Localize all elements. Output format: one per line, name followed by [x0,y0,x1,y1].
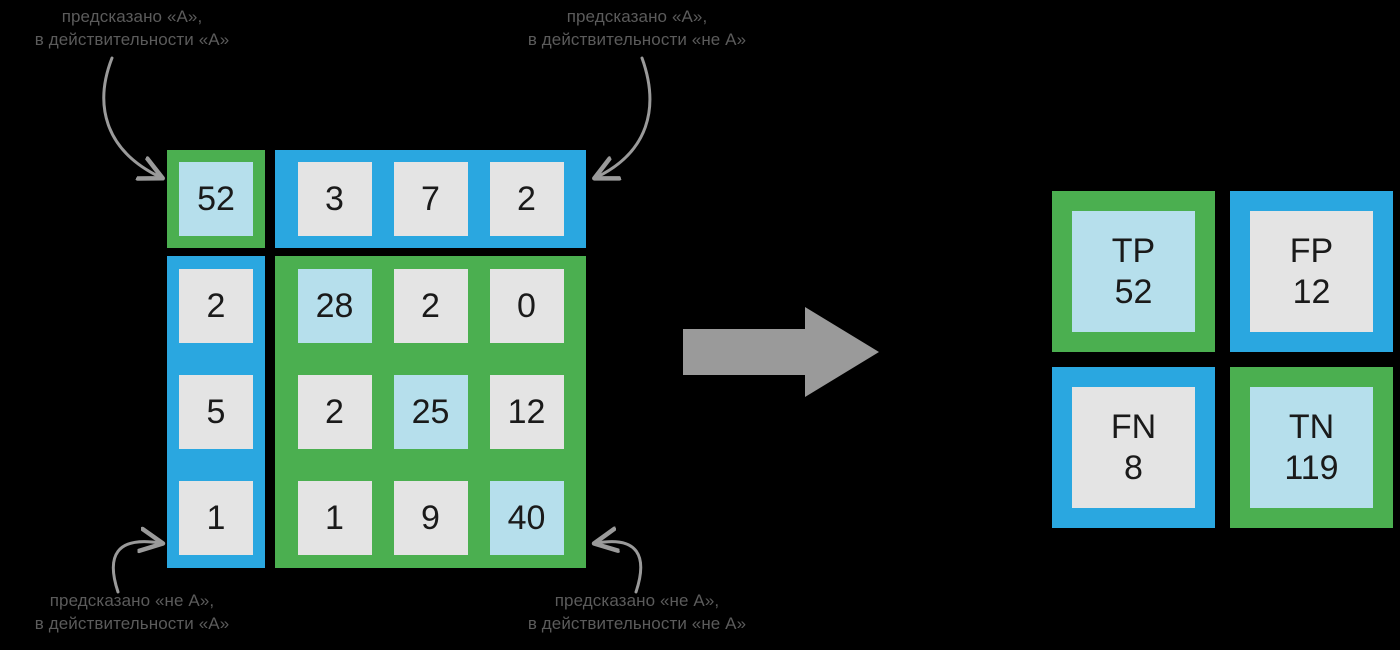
summary-cell-tp: TP 52 [1052,191,1215,352]
arrow-bottom-right [597,542,643,594]
tp-block: 52 [167,150,265,248]
matrix-cell: 1 [297,481,372,555]
summary-value: 12 [1292,272,1331,311]
matrix-cell: 2 [489,162,564,236]
caption-true-negative: предсказано «не А», в действительности «… [527,591,747,633]
matrix-cell: 0 [489,269,564,343]
matrix-cell: 2 [393,269,468,343]
summary-label: FN [1110,408,1157,447]
matrix-cell: 7 [393,162,468,236]
matrix-cell: 52 [179,162,253,236]
summary-label: TN [1288,408,1335,447]
matrix-cell: 5 [179,375,253,449]
right-arrow-icon [683,307,883,402]
caption-false-positive: предсказано «А», в действительности «не … [527,7,747,49]
caption-false-negative: предсказано «не А», в действительности «… [34,591,230,633]
matrix-cell: 2 [297,375,372,449]
summary-label: FP [1289,232,1334,271]
fp-block: 3 7 2 [275,150,586,248]
summary-confusion-matrix: TP 52 FP 12 FN 8 TN 119 [1052,191,1393,528]
summary-label: TP [1111,232,1156,271]
caption-true-positive: предсказано «А», в действительности «А» [34,7,230,49]
matrix-cell: 25 [393,375,468,449]
summary-value: 119 [1284,448,1339,487]
summary-cell-tn: TN 119 [1230,367,1393,528]
summary-cell-fn: FN 8 [1052,367,1215,528]
matrix-cell: 40 [489,481,564,555]
matrix-cell: 12 [489,375,564,449]
arrow-top-right [597,56,652,177]
matrix-cell: 2 [179,269,253,343]
tn-block: 28 2 0 2 25 12 1 9 40 [275,256,586,568]
fn-block: 2 5 1 [167,256,265,568]
summary-value: 52 [1114,272,1153,311]
arrow-bottom-left [111,542,160,594]
summary-value: 8 [1124,448,1143,487]
matrix-cell: 9 [393,481,468,555]
matrix-cell: 1 [179,481,253,555]
summary-cell-fp: FP 12 [1230,191,1393,352]
matrix-cell: 28 [297,269,372,343]
arrow-top-left [102,56,160,177]
matrix-cell: 3 [297,162,372,236]
